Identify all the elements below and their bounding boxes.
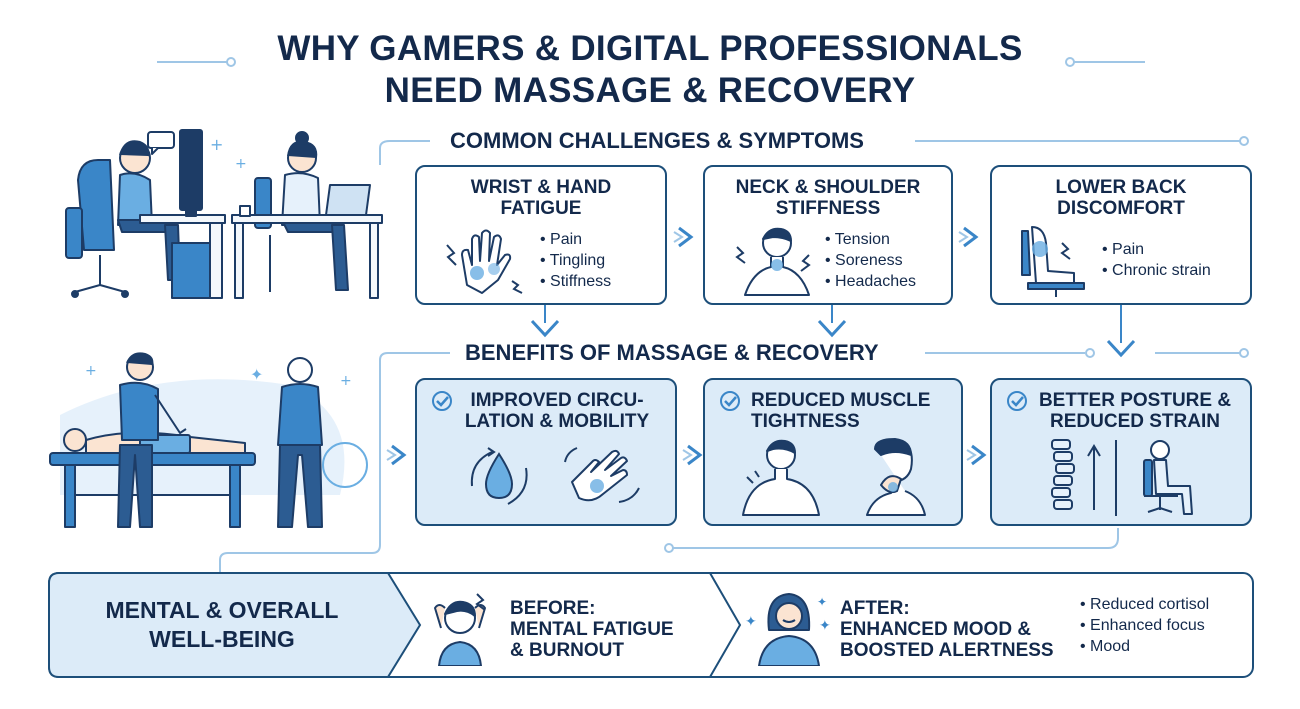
benefit-title: BETTER POSTURE & REDUCED STRAIN <box>1020 390 1250 432</box>
challenges-heading: COMMON CHALLENGES & SYMPTOMS <box>440 128 874 154</box>
challenge-card-lower-back: LOWER BACK DISCOMFORT Pain Chronic strai… <box>990 165 1252 305</box>
benefits-heading: BENEFITS OF MASSAGE & RECOVERY <box>455 340 889 366</box>
title-line-1: WHY GAMERS & DIGITAL PROFESSIONALS <box>277 29 1023 68</box>
benefit-title-line1: IMPROVED CIRCU- <box>470 390 644 411</box>
wellbeing-bar <box>48 572 1254 678</box>
check-circle-icon <box>720 391 740 411</box>
challenge-symptom-list: Pain Chronic strain <box>1102 239 1211 281</box>
massage-therapy-illustration: + ✦ + <box>49 352 368 528</box>
benefit-title-line1: REDUCED MUSCLE <box>751 390 931 411</box>
stressed-person-icon <box>434 593 486 666</box>
circulation-droplet-icon <box>470 447 528 505</box>
benefit-title: REDUCED MUSCLE TIGHTNESS <box>731 390 961 432</box>
hand-pain-icon <box>446 229 523 294</box>
benefit-title-line2: TIGHTNESS <box>751 411 860 432</box>
after-line2: ENHANCED MOOD & <box>840 619 1032 640</box>
title-line-2: NEED MASSAGE & RECOVERY <box>384 71 916 110</box>
list-item: Mood <box>1080 636 1209 657</box>
svg-text:+: + <box>210 135 223 154</box>
list-item: Tingling <box>540 250 611 271</box>
happy-person-icon: ✦ ✦ ✦ <box>745 593 831 666</box>
benefit-title-line2: LATION & MOBILITY <box>464 411 650 432</box>
challenge-title-line2: STIFFNESS <box>775 198 881 219</box>
arrow-right-icon <box>386 444 407 466</box>
challenge-title-line2: FATIGUE <box>500 198 582 219</box>
challenge-title: NECK & SHOULDER STIFFNESS <box>705 177 951 219</box>
benefit-card-muscle: REDUCED MUSCLE TIGHTNESS <box>703 378 963 526</box>
arrow-right-icon <box>673 226 694 248</box>
arrow-down-icon <box>1106 305 1136 358</box>
wellbeing-label-line2: WELL-BEING <box>149 626 295 652</box>
svg-text:✦: ✦ <box>250 365 263 384</box>
list-item: Pain <box>1102 239 1211 260</box>
list-item: Stiffness <box>540 271 611 292</box>
benefit-title-line1: BETTER POSTURE & <box>1038 390 1232 411</box>
list-item: Headaches <box>825 271 916 292</box>
after-text: AFTER: ENHANCED MOOD & BOOSTED ALERTNESS <box>840 598 1054 661</box>
challenge-title-line1: NECK & SHOULDER <box>735 177 921 198</box>
after-label: AFTER: <box>840 598 910 619</box>
before-label: BEFORE: <box>510 598 596 619</box>
list-item: Tension <box>825 229 916 250</box>
hand-mobility-icon <box>564 447 640 503</box>
benefit-title: IMPROVED CIRCU- LATION & MOBILITY <box>439 390 675 432</box>
arrow-right-icon <box>966 444 987 466</box>
svg-text:+: + <box>85 363 97 379</box>
before-line3: & BURNOUT <box>510 640 624 661</box>
svg-text:+: + <box>235 156 247 172</box>
arrow-down-icon <box>530 305 560 338</box>
benefit-card-circulation: IMPROVED CIRCU- LATION & MOBILITY <box>415 378 677 526</box>
benefit-title-line2: REDUCED STRAIN <box>1050 411 1220 432</box>
svg-text:+: + <box>340 373 352 389</box>
challenge-title: LOWER BACK DISCOMFORT <box>992 177 1250 219</box>
challenge-title-line2: DISCOMFORT <box>1057 198 1185 219</box>
challenge-title-line1: WRIST & HAND <box>470 177 612 198</box>
desk-workers-illustration: + + <box>65 129 383 299</box>
before-text: BEFORE: MENTAL FATIGUE & BURNOUT <box>510 598 674 661</box>
check-circle-icon <box>1007 391 1027 411</box>
wellbeing-label: MENTAL & OVERALL WELL-BEING <box>62 596 382 654</box>
list-item: Pain <box>540 229 611 250</box>
after-line3: BOOSTED ALERTNESS <box>840 640 1054 661</box>
arrow-down-icon <box>817 305 847 338</box>
list-item: Soreness <box>825 250 916 271</box>
neck-pain-icon <box>735 227 811 296</box>
list-item: Enhanced focus <box>1080 615 1209 636</box>
good-posture-chair-icon <box>1143 440 1193 515</box>
svg-text:✦: ✦ <box>819 618 831 634</box>
svg-text:✦: ✦ <box>745 614 757 630</box>
challenge-title: WRIST & HAND FATIGUE <box>417 177 665 219</box>
challenge-symptom-list: Pain Tingling Stiffness <box>540 229 611 292</box>
list-item: Chronic strain <box>1102 260 1211 281</box>
page-title: WHY GAMERS & DIGITAL PROFESSIONALS NEED … <box>0 28 1300 112</box>
spine-icon <box>1051 439 1117 516</box>
lower-back-pain-icon <box>1021 226 1085 297</box>
arrow-right-icon <box>958 226 979 248</box>
check-circle-icon <box>432 391 452 411</box>
wellbeing-label-line1: MENTAL & OVERALL <box>105 597 339 623</box>
before-line2: MENTAL FATIGUE <box>510 619 674 640</box>
challenge-title-line1: LOWER BACK <box>1055 177 1187 198</box>
list-item: Reduced cortisol <box>1080 594 1209 615</box>
svg-text:✦: ✦ <box>817 595 827 609</box>
arrow-right-icon <box>682 444 703 466</box>
challenge-card-wrist: WRIST & HAND FATIGUE Pain Tingling Stiff… <box>415 165 667 305</box>
challenge-symptom-list: Tension Soreness Headaches <box>825 229 916 292</box>
wellbeing-results-list: Reduced cortisol Enhanced focus Mood <box>1080 594 1209 657</box>
benefit-card-posture: BETTER POSTURE & REDUCED STRAIN <box>990 378 1252 526</box>
neck-massage-icon <box>866 438 926 516</box>
shoulder-relief-icon <box>742 439 820 516</box>
challenge-card-neck: NECK & SHOULDER STIFFNESS Tension Sorene… <box>703 165 953 305</box>
